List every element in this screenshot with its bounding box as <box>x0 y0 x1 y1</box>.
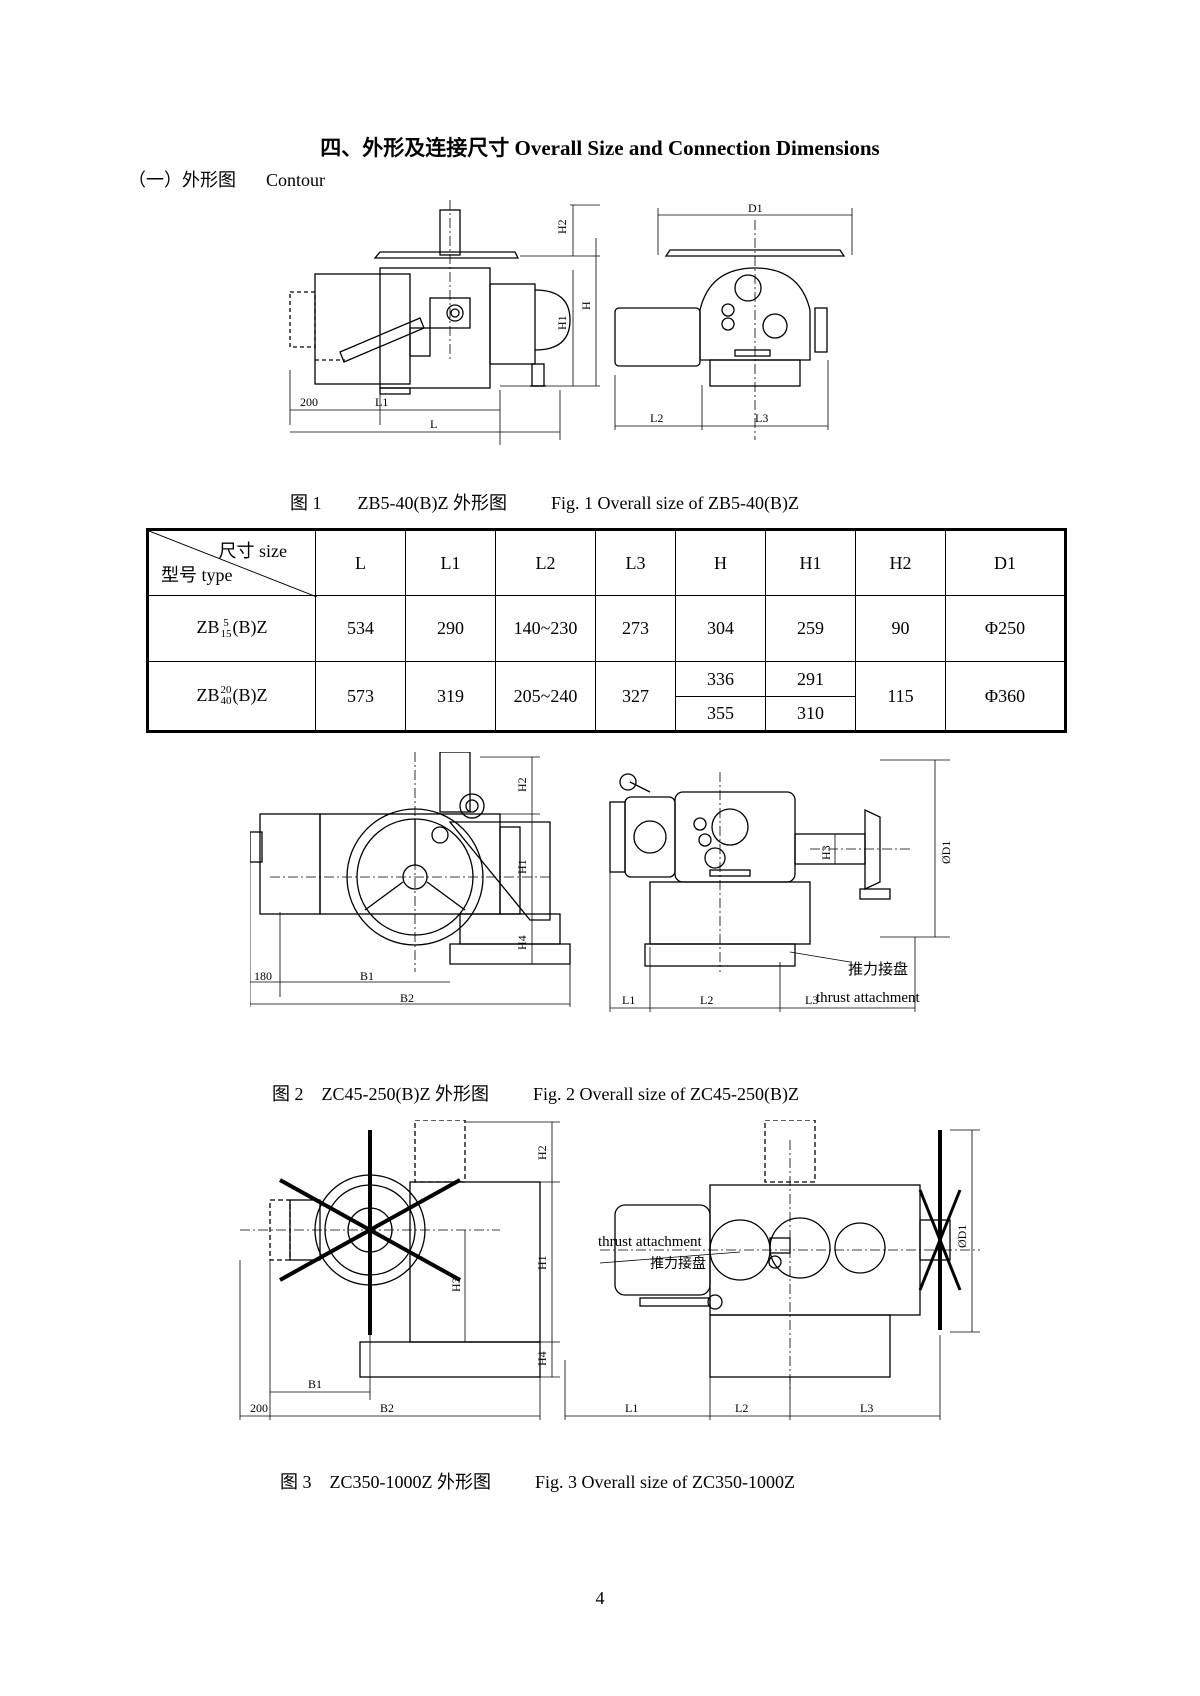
fig2-dim-l2: L2 <box>700 993 713 1007</box>
fig1-dim-l1: L1 <box>375 395 388 409</box>
fig2-dim-h2: H2 <box>515 777 529 792</box>
figure-3-caption: 图 3 ZC350-1000Z 外形图 Fig. 3 Overall size o… <box>280 1468 795 1494</box>
fig1-dim-l2: L2 <box>650 411 663 425</box>
header-l3: L3 <box>595 529 676 596</box>
corner-label-type: 型号 type <box>161 565 233 585</box>
fig3-dim-l1: L1 <box>625 1401 638 1415</box>
dimensions-table: 尺寸 size 型号 type L L1 L2 L3 H H1 H2 D1 ZB… <box>146 528 1067 733</box>
fig3-dim-h4: H4 <box>535 1351 549 1366</box>
figure-3-caption-cn: 图 3 ZC350-1000Z 外形图 <box>280 1472 491 1492</box>
fig1-dim-200: 200 <box>300 395 318 409</box>
row1-h: 304 <box>675 595 766 662</box>
fig1-dim-h2: H2 <box>555 219 569 234</box>
header-l1: L1 <box>405 529 496 596</box>
header-h2: H2 <box>855 529 946 596</box>
fig2-dim-l1: L1 <box>622 993 635 1007</box>
figure-2-caption-en: Fig. 2 Overall size of ZC45-250(B)Z <box>532 1084 799 1104</box>
figure-1-caption-en: Fig. 1 Overall size of ZB5-40(B)Z <box>550 493 799 513</box>
header-l2: L2 <box>495 529 596 596</box>
figure-2-drawing: 180 B1 B2 H2 H1 H4 L1 L2 L3 H3 ØD1 推力接盘 … <box>250 752 1010 1052</box>
header-l: L <box>315 529 406 596</box>
fig1-dim-h1: H1 <box>555 315 569 330</box>
fig1-dim-l3: L3 <box>755 411 768 425</box>
fig2-dim-h1: H1 <box>515 859 529 874</box>
fig3-dim-h1: H1 <box>535 1255 549 1270</box>
header-d1: D1 <box>945 529 1066 596</box>
row1-h1: 259 <box>765 595 856 662</box>
figure-1-caption-cn: 图 1 ZB5-40(B)Z 外形图 <box>290 493 507 513</box>
fig3-dim-200: 200 <box>250 1401 268 1415</box>
row2-h1-a: 291 <box>765 661 856 697</box>
fig3-dim-l3: L3 <box>860 1401 873 1415</box>
row2-d1: Φ360 <box>945 661 1066 732</box>
fig3-dim-b1: B1 <box>308 1377 322 1391</box>
row2-h-b: 355 <box>675 696 766 732</box>
table-corner-cell: 尺寸 size 型号 type <box>147 529 317 597</box>
fig2-dim-b2: B2 <box>400 991 414 1005</box>
fig3-dim-b2: B2 <box>380 1401 394 1415</box>
figure-2-caption-cn: 图 2 ZC45-250(B)Z 外形图 <box>272 1084 489 1104</box>
fig2-thrust-en: thrust attachment <box>816 990 921 1006</box>
figure-2-caption: 图 2 ZC45-250(B)Z 外形图 Fig. 2 Overall size … <box>272 1080 799 1106</box>
corner-label-size: 尺寸 size <box>218 541 287 561</box>
fig2-thrust-cn: 推力接盘 <box>848 960 908 978</box>
page-heading: 四、外形及连接尺寸 Overall Size and Connection Di… <box>320 136 880 160</box>
section-subheading: （一）外形图 Contour <box>128 166 325 192</box>
row2-l2: 205~240 <box>495 661 596 732</box>
header-h: H <box>675 529 766 596</box>
fig2-dim-h4: H4 <box>515 935 529 950</box>
fig3-thrust-cn: 推力接盘 <box>650 1255 706 1272</box>
figure-1-drawing: 200 L1 L H2 H1 H D1 L2 L3 <box>270 200 910 470</box>
figure-3-drawing: 200 B1 B2 H2 H1 H3 H4 L1 L2 L3 ØD1 thrus… <box>220 1120 1070 1430</box>
row2-h1-b: 310 <box>765 696 856 732</box>
fig3-dim-h3: H3 <box>449 1277 463 1292</box>
row2-h2: 115 <box>855 661 946 732</box>
fig2-dim-h3: H3 <box>819 845 833 860</box>
fig3-thrust-en: thrust attachment <box>598 1234 703 1250</box>
subheading-cn: （一）外形图 <box>128 170 236 190</box>
row2-h-a: 336 <box>675 661 766 697</box>
row2-l3: 327 <box>595 661 676 732</box>
row2-l: 573 <box>315 661 406 732</box>
row1-l: 534 <box>315 595 406 662</box>
fig2-dim-b1: B1 <box>360 969 374 983</box>
subheading-en: Contour <box>266 170 326 190</box>
fig1-dim-l: L <box>430 417 437 431</box>
row1-l1: 290 <box>405 595 496 662</box>
fig3-dim-h2: H2 <box>535 1145 549 1160</box>
row2-l1: 319 <box>405 661 496 732</box>
fig2-dim-180: 180 <box>254 969 272 983</box>
fig2-dim-l3: L3 <box>805 993 818 1007</box>
header-h1: H1 <box>765 529 856 596</box>
figure-1-caption: 图 1 ZB5-40(B)Z 外形图 Fig. 1 Overall size of… <box>290 489 799 515</box>
row1-h2: 90 <box>855 595 946 662</box>
row1-l3: 273 <box>595 595 676 662</box>
row1-d1: Φ250 <box>945 595 1066 662</box>
fig1-dim-h: H <box>579 301 593 310</box>
fig3-dim-l2: L2 <box>735 1401 748 1415</box>
table-row-2b: 355 310 <box>148 696 1066 732</box>
fig1-dim-d1: D1 <box>748 201 763 215</box>
table-header-row: 尺寸 size 型号 type L L1 L2 L3 H H1 H2 D1 <box>147 529 1066 597</box>
row1-l2: 140~230 <box>495 595 596 662</box>
page-number: 4 <box>595 1588 605 1608</box>
figure-3-caption-en: Fig. 3 Overall size of ZC350-1000Z <box>535 1472 795 1492</box>
fig3-dim-d1: ØD1 <box>955 1225 969 1248</box>
fig2-dim-d1: ØD1 <box>939 841 953 864</box>
